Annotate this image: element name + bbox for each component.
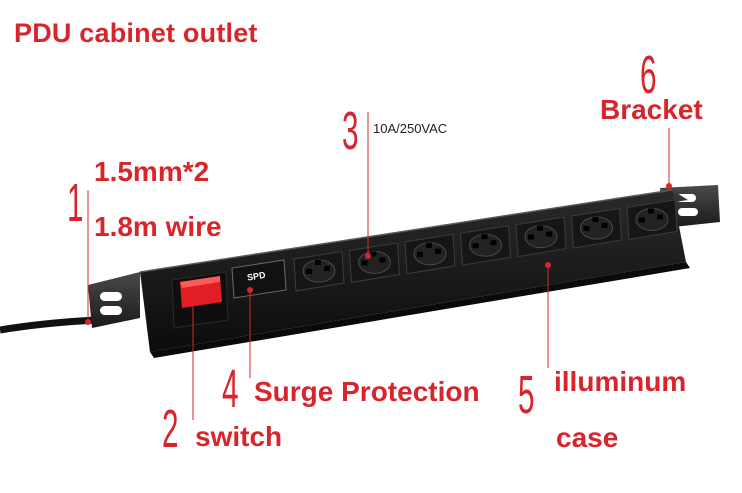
callout-number-3: 3 bbox=[342, 101, 359, 161]
wire-spec-line2: 1.8m wire bbox=[94, 211, 222, 242]
bracket-label: Bracket bbox=[600, 94, 703, 125]
outlet-socket bbox=[293, 250, 345, 292]
outlet-socket bbox=[626, 199, 678, 240]
callout-number-4: 4 bbox=[222, 359, 239, 419]
case-label-line2: case bbox=[556, 422, 619, 453]
power-switch-photo bbox=[171, 271, 229, 329]
case-label-line1: illuminum bbox=[554, 366, 687, 397]
power-cord bbox=[0, 316, 96, 334]
switch-label: switch bbox=[195, 421, 283, 452]
callout-number-1: 1 bbox=[67, 173, 84, 233]
rating-label: 10A/250VAC bbox=[373, 121, 448, 136]
outlet-socket bbox=[459, 225, 512, 266]
callout-number-5: 5 bbox=[518, 365, 535, 425]
callout-number-6: 6 bbox=[640, 45, 657, 105]
surge-protection-label: Surge Protection bbox=[254, 376, 480, 407]
page-title: PDU cabinet outlet bbox=[14, 18, 258, 48]
left-bracket bbox=[88, 272, 140, 328]
callout-number-2: 2 bbox=[162, 399, 179, 459]
outlet-socket bbox=[404, 233, 456, 275]
wire-spec-line1: 1.5mm*2 bbox=[94, 156, 210, 187]
outlet-row bbox=[293, 199, 678, 292]
spd-label: SPD bbox=[246, 270, 266, 283]
spd-module-photo: SPD bbox=[231, 259, 287, 299]
outlet-socket bbox=[570, 207, 623, 249]
outlet-socket bbox=[515, 216, 567, 258]
